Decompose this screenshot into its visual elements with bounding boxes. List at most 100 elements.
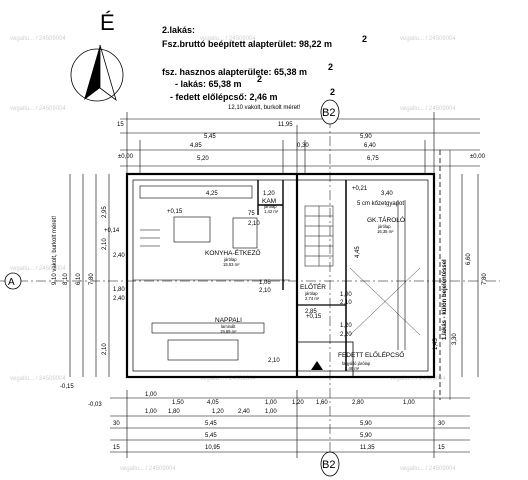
note-left-wall: 9,10 vakolt, burkolt méret!: [52, 216, 58, 285]
dim-mid: 2,20: [340, 332, 352, 338]
dim-bottom-small: 15: [438, 445, 445, 451]
area-summary: 2.lakás: Fsz.bruttó beépített alapterüle…: [162, 25, 367, 102]
dim-bottom-small: 30: [113, 421, 120, 427]
dim-top-row2-a: 4,85: [190, 143, 202, 149]
dim-left: 2,40: [113, 296, 125, 302]
dim-bottom-r2: 1,20: [212, 409, 224, 415]
dim-bottom-r1: 1,00: [403, 400, 415, 406]
level-mark: +0,15: [306, 314, 322, 320]
section-top: B2: [322, 107, 335, 119]
watermark-layer: vegallu... / 24509004 vegallu... / 24509…: [10, 36, 456, 472]
watermark: vegallu... / 24509004: [10, 36, 66, 42]
watermark: vegallu... / 24509004: [400, 106, 456, 112]
dim-top-row3-a: 5,20: [197, 156, 209, 162]
dim-top-total: 11,95: [278, 122, 293, 128]
porch-area-sup: 2: [330, 87, 335, 97]
dim-inner-top-b: 1,20: [263, 191, 275, 197]
level-mark: ±0,00: [118, 154, 134, 160]
dim-left: 6,10: [76, 273, 82, 285]
section-bottom: B2: [322, 459, 335, 471]
room-living-name: NAPPALI: [215, 317, 242, 324]
dim-bottom-r3: 5,45: [205, 421, 217, 427]
dim-bottom-r1: 1,00: [265, 400, 277, 406]
note-insulation: 5 cm kőzetgyapot: [357, 201, 404, 207]
watermark: vegallu... / 24509004: [400, 466, 456, 472]
room-hall-area: 2,74 m²: [305, 296, 320, 301]
dim-top-row1-a: 5,45: [204, 134, 216, 140]
property-boundary: 1.lakás - külön bejelentéssel: [439, 150, 451, 400]
bottom-dimension-labels: 1,00 1,50 4,05 1,00 1,20 1,60 2,80 1,00 …: [113, 392, 445, 451]
dim-mid: 1,00: [340, 292, 352, 298]
room-pantry-name: KAM: [262, 198, 276, 205]
dim-right: 4,45: [355, 246, 361, 258]
furniture: [139, 185, 406, 361]
dim-top-row1-b: 5,90: [360, 134, 372, 140]
porch-area: - fedett előlépcső: 2,46 m: [170, 92, 278, 102]
watermark: vegallu... / 24509004: [200, 376, 256, 382]
right-dimensions: [461, 174, 479, 377]
dim-bottom-r1: 2,80: [352, 400, 364, 406]
dim-mid: 1,06: [259, 280, 271, 286]
dim-left: 2,95: [102, 206, 108, 218]
top-dimension-labels: 12,10 vakolt, burkolt méret! 11,95 15 5,…: [117, 105, 393, 197]
watermark: vegallu... / 24509004: [120, 466, 176, 472]
flat-area: - lakás: 65,38 m: [175, 79, 242, 89]
dim-bottom-r2: 2,40: [238, 409, 250, 415]
room-hall-floor: járólap: [304, 291, 318, 296]
room-kitchen-name: KONYHA-ÉTKEZŐ: [205, 248, 261, 257]
dim-mid: 75: [248, 211, 255, 217]
dim-bottom-r1: 1,20: [292, 400, 304, 406]
dim-bottom-r1: 1,50: [172, 400, 184, 406]
room-garage-name: GK.TÁROLÓ: [367, 215, 405, 224]
net-area: fsz. hasznos alapterülete: 65,38 m: [162, 67, 307, 77]
room-hall-name: ELŐTÉR: [300, 282, 326, 291]
watermark: vegallu... / 24509004: [400, 36, 456, 42]
level-marks: ±0,00 ±0,00 -0,15 -0,03 +0,15 +0,14 +0,2…: [60, 154, 486, 408]
room-porch-floor: fagyálló járólap: [342, 361, 371, 366]
dim-bottom-r1: 1,00: [145, 392, 157, 398]
header-title: 2.lakás:: [162, 25, 195, 35]
dim-left: 7,80: [89, 273, 95, 285]
dim-mid: 2,10: [259, 288, 271, 294]
dim-top-left: 15: [117, 122, 124, 128]
dim-bottom-r4: 5,45: [205, 433, 217, 439]
stairs: [304, 205, 334, 267]
dim-inner-top-a: 4,25: [206, 191, 218, 197]
flat-area-sup: 2: [257, 74, 262, 84]
dim-mid: 1,20: [340, 323, 352, 329]
dim-mid: 2,10: [340, 300, 352, 306]
dim-bottom-r5: 11,35: [360, 445, 375, 451]
dim-left: 8,10: [63, 273, 69, 285]
dim-mid: 2,10: [248, 221, 260, 227]
bottom-dimensions: [110, 390, 470, 458]
garage-car-bay: [349, 267, 421, 336]
level-mark: +0,21: [352, 186, 368, 192]
dim-left: 2,10: [102, 343, 108, 355]
mid-dimension-labels: 75 2,10 1,06 2,10 1,00 2,10 2,85 2,10 1,…: [248, 211, 352, 364]
level-mark: -0,03: [88, 402, 102, 408]
room-garage-area: 16,35 m²: [377, 229, 394, 234]
dim-bottom-r2: 1,80: [168, 409, 180, 415]
dim-right: 3,30: [452, 333, 458, 345]
note-separate-flat: 1.lakás - külön bejelentéssel: [442, 259, 448, 340]
net-area-sup: 2: [328, 62, 333, 72]
room-labels: KONYHA-ÉTKEZŐ járólap 15,53 m² KAM járól…: [205, 198, 405, 371]
north-label: É: [100, 10, 115, 35]
section-left: A: [8, 277, 15, 288]
level-mark: -0,15: [60, 384, 74, 390]
watermark: vegallu... / 24509004: [10, 376, 66, 382]
dim-bottom-r1: 1,60: [316, 400, 328, 406]
level-mark: +0,14: [104, 228, 120, 234]
room-porch-area: 2,46 m²: [345, 366, 360, 371]
room-pantry-area: 1,42 m²: [264, 209, 279, 214]
dim-top-row2-c: 6,40: [364, 143, 376, 149]
dim-bottom-small: 15: [113, 445, 120, 451]
left-dimension-labels: 9,10 vakolt, burkolt méret! 2,95 2,40 2,…: [52, 206, 125, 355]
dim-bottom-r2: 1,00: [145, 409, 157, 415]
building-walls: [125, 172, 436, 379]
dim-top-row3-b: 6,75: [367, 156, 379, 162]
dim-mid: 2,10: [268, 358, 280, 364]
note-top-wall: 12,10 vakolt, burkolt méret!: [228, 105, 301, 111]
room-kitchen-area: 15,53 m²: [223, 262, 240, 267]
room-kitchen-floor: járólap: [223, 257, 237, 262]
